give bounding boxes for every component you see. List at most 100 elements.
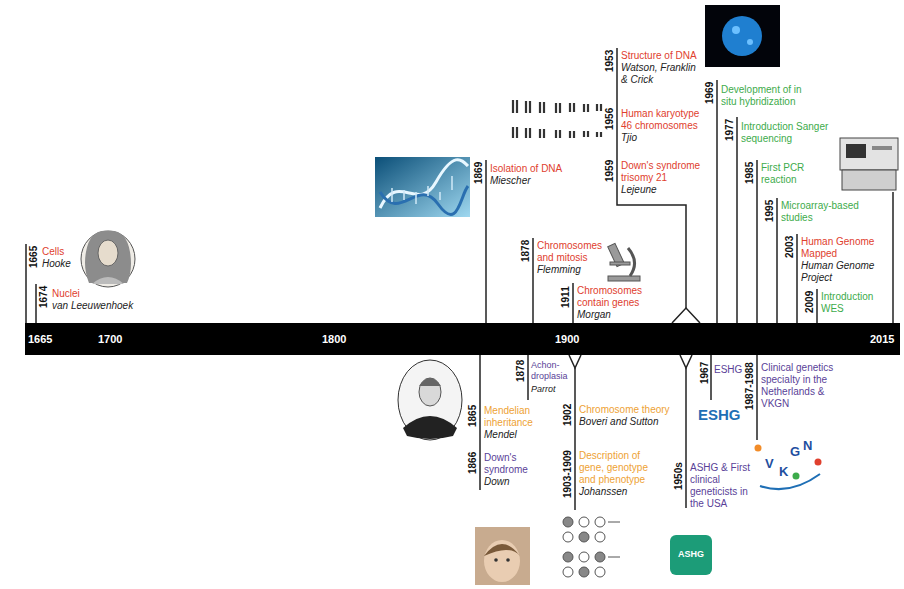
person-name: Hooke: [42, 258, 82, 270]
leeuwenhoek-portrait: [92, 277, 124, 284]
mendel-portrait: [403, 416, 457, 439]
year-label: 1878: [515, 360, 527, 382]
in-situ-cell-picture: [732, 26, 740, 34]
inheritance-diagram: [595, 517, 605, 527]
year-label: 1950s: [673, 462, 685, 490]
axis-year: 1900: [555, 333, 579, 346]
event-label: Introduction Sanger sequencing: [741, 121, 831, 145]
leeuwenhoek-portrait: [81, 231, 135, 287]
person-name: Miescher: [490, 175, 580, 187]
event-label: Microarray-based studies: [781, 200, 871, 224]
timeline-bar: 16651700180019002015: [25, 323, 900, 355]
child-photo: [484, 544, 520, 556]
person-name: Lejeune: [621, 184, 703, 196]
event-stems: [574, 368, 576, 510]
leeuwenhoek-portrait: [98, 240, 118, 266]
microscope-picture: [608, 243, 640, 281]
event-stems: [892, 192, 894, 323]
event-stems: [35, 284, 37, 323]
vkgn-logo: [793, 473, 800, 480]
child-photo: [484, 540, 520, 582]
logo-letter: G: [790, 444, 800, 459]
ashg-logo: [670, 535, 712, 575]
inheritance-diagram: [579, 567, 589, 577]
mendel-portrait: [398, 360, 462, 440]
vkgn-logo: [760, 474, 820, 489]
karyotype-picture: [513, 127, 601, 138]
inheritance-diagram: [563, 567, 573, 577]
person-name: van Leeuwenhoek: [52, 300, 147, 312]
sequencer-picture: [872, 146, 892, 150]
event-stems: [710, 355, 712, 400]
karyotype-picture: [513, 100, 601, 113]
event-stems: [796, 234, 798, 323]
event-stems: [26, 48, 893, 510]
dna-picture: [392, 176, 452, 204]
in-situ-cell-picture: [747, 39, 753, 45]
logo-text: ESHG: [698, 406, 746, 423]
year-label: 1977: [724, 119, 736, 141]
event-label: Chromosomes contain genes: [577, 285, 649, 309]
dna-picture: [375, 157, 470, 217]
year-label: 1967: [699, 362, 711, 384]
sequencer-picture: [840, 138, 898, 190]
microscope-picture: [608, 276, 640, 281]
inheritance-diagram: [595, 552, 605, 562]
event-label: Chromosome theory: [579, 404, 679, 416]
axis-year: 1665: [28, 333, 52, 346]
in-situ-cell-picture: [705, 5, 780, 67]
event-label: Nuclei: [52, 288, 147, 300]
event-label: Achon- droplasia: [531, 360, 569, 382]
vkgn-logo: [755, 445, 762, 452]
event-label: Cells: [42, 246, 82, 258]
year-label: 1985: [744, 162, 756, 184]
inheritance-diagram: [563, 532, 573, 542]
year-label: 1865: [467, 405, 479, 427]
child-photo: [475, 527, 530, 585]
sequencer-picture: [840, 138, 898, 170]
dna-picture: [380, 186, 468, 214]
inheritance-diagram: [579, 552, 589, 562]
year-label: 2003: [784, 236, 796, 258]
axis-year: 1700: [98, 333, 122, 346]
year-label: 2009: [804, 291, 816, 313]
year-label: 1674: [38, 286, 50, 308]
sequencer-picture: [846, 144, 866, 158]
inheritance-diagram: [563, 517, 620, 577]
inheritance-diagram: [595, 532, 605, 542]
person-name: Boveri and Sutton: [579, 416, 679, 428]
event-label: Introduction WES: [821, 291, 881, 315]
karyotype-picture: [513, 100, 601, 138]
event-label: Human karyotype 46 chromosomes: [621, 108, 703, 132]
vkgn-logo: [815, 459, 822, 466]
event-stems: [685, 368, 687, 508]
person-name: Mendel: [484, 429, 544, 441]
inheritance-diagram: [579, 532, 589, 542]
event-label: First PCR reaction: [761, 162, 816, 186]
inheritance-diagram: [608, 522, 620, 557]
sequencer-picture: [842, 170, 896, 190]
child-photo: [475, 527, 530, 585]
leeuwenhoek-portrait: [85, 231, 131, 283]
event-label: Description of gene, genotype and phenot…: [579, 450, 667, 486]
year-label: 1869: [473, 162, 485, 184]
child-photo: [506, 558, 510, 562]
mendel-portrait: [419, 378, 441, 386]
event-stems: [680, 355, 692, 368]
person-name: Johanssen: [579, 486, 667, 498]
event-stems: [816, 289, 818, 323]
inheritance-diagram: [595, 567, 605, 577]
event-label: ESHG: [714, 364, 748, 376]
event-stems: [572, 283, 574, 323]
logo-text: ASHG: [670, 549, 712, 560]
inheritance-diagram: [563, 517, 573, 527]
event-label: Mendelian inheritance: [484, 405, 544, 429]
event-label: Human Genome Mapped: [801, 236, 877, 260]
person-name: Flemming: [537, 264, 609, 276]
person-name: Watson, Franklin & Crick: [621, 62, 703, 86]
event-stems: [716, 80, 718, 323]
inheritance-diagram: [563, 552, 573, 562]
event-label: Isolation of DNA: [490, 163, 580, 175]
axis-year: 2015: [870, 333, 894, 346]
logo-letter: N: [803, 438, 812, 453]
